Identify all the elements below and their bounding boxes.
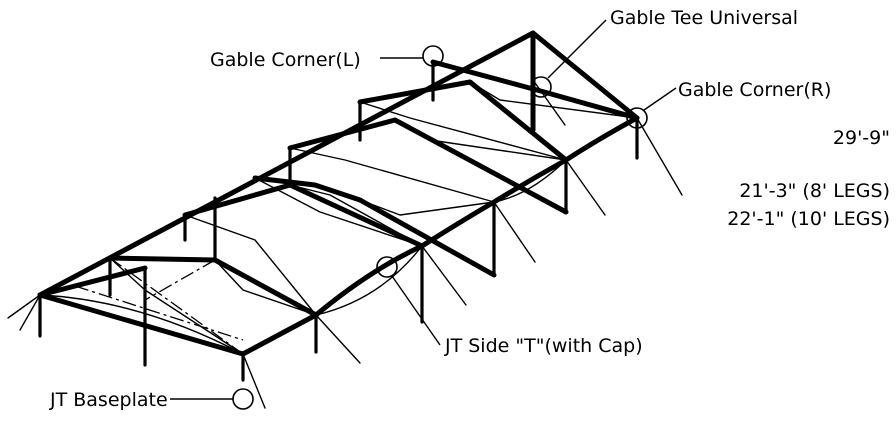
- jt-side-t-marker: [376, 256, 398, 278]
- leader-lines: [170, 19, 677, 400]
- front-legs: [38, 266, 245, 382]
- label-width-dimension: 29'-9": [833, 127, 890, 149]
- label-gable-tee-universal: Gable Tee Universal: [610, 7, 798, 29]
- gable-corner-right-marker: [626, 107, 648, 129]
- guy-lines: [7, 79, 683, 409]
- gable-tee-universal-marker: [530, 76, 552, 98]
- label-height-8ft-legs: 21'-3" (8' LEGS): [739, 180, 890, 202]
- roof-ribs: [39, 81, 638, 355]
- jt-baseplate-marker: [232, 388, 254, 410]
- label-height-10ft-legs: 22'-1" (10' LEGS): [727, 208, 890, 230]
- back-legs: [314, 116, 639, 354]
- bracing-lines: [39, 257, 317, 355]
- label-jt-baseplate: JT Baseplate: [49, 389, 168, 411]
- ridge-posts: [108, 60, 435, 297]
- gable-corner-left-marker: [422, 45, 444, 67]
- label-gable-corner-right: Gable Corner(R): [678, 79, 831, 101]
- rafters: [107, 59, 640, 318]
- label-gable-corner-left: Gable Corner(L): [210, 49, 361, 71]
- label-jt-side-t: JT Side "T"(with Cap): [444, 335, 643, 357]
